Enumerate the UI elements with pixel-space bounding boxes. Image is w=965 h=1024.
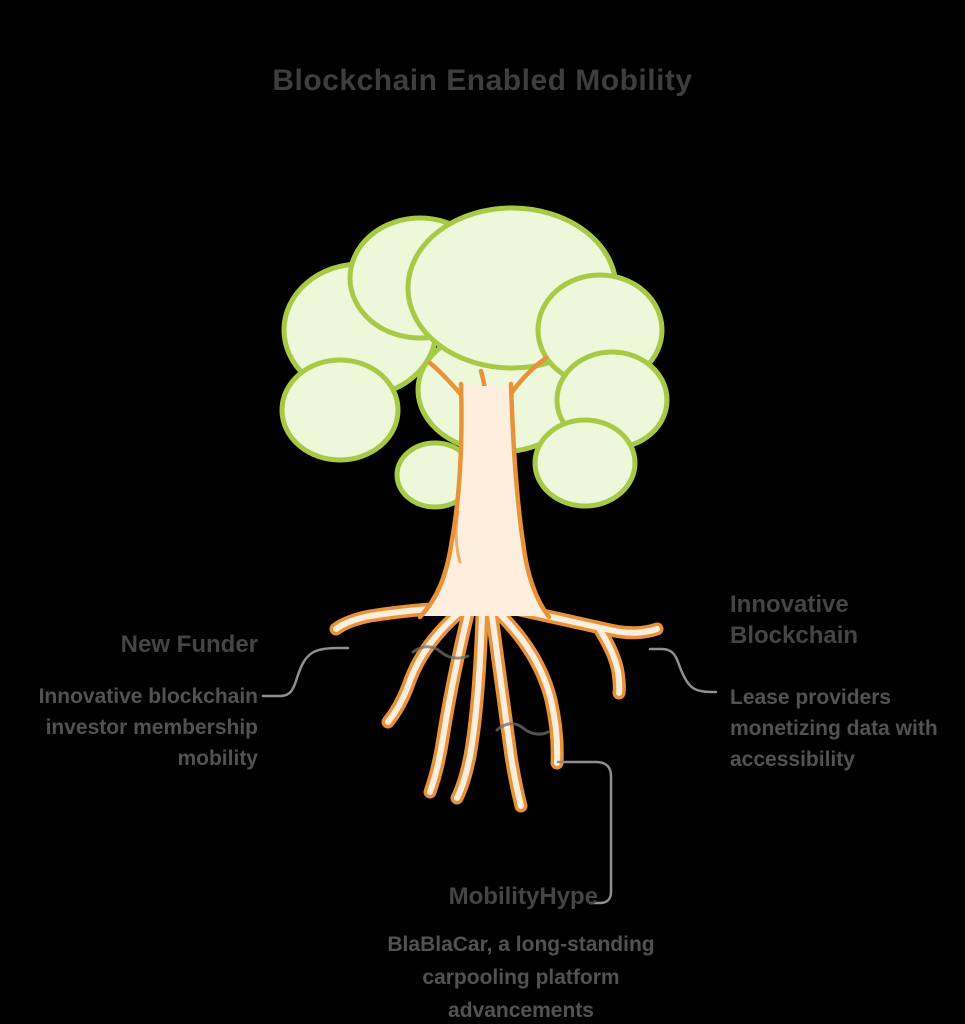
callout-bottom-body: BlaBlaCar, a long-standing carpooling pl… [383, 928, 659, 1024]
callout-right-heading-line: Blockchain [730, 622, 859, 649]
tree-roots-fill [333, 603, 660, 809]
ground-shadow-icon [411, 645, 550, 736]
callout-left-body-line: Innovative blockchain [38, 685, 258, 708]
callout-left-body: Innovative blockchain investor membershi… [30, 681, 258, 774]
callout-right-body: Lease providers monetizing data with acc… [730, 682, 955, 775]
callout-right: Innovative Blockchain Lease providers mo… [730, 589, 955, 775]
tree-trunk-icon [417, 381, 552, 620]
callout-left-body-line: mobility [177, 747, 258, 770]
callout-left-body-line: investor membership [45, 716, 258, 739]
callout-right-body-line: Lease providers [730, 686, 892, 709]
callout-right-heading: Innovative Blockchain [730, 589, 955, 651]
callout-left-heading: New Funder [120, 631, 258, 658]
callout-bottom-body-line: carpooling platform [422, 966, 620, 989]
callout-bottom-heading: MobilityHype [448, 883, 598, 910]
page-title: Blockchain Enabled Mobility [272, 64, 693, 97]
callout-right-body-line: monetizing data with [730, 717, 938, 740]
callout-right-body-line: accessibility [730, 748, 855, 771]
callout-bottom-body-line: advancements [448, 999, 594, 1022]
callout-left: New Funder Innovative blockchain investo… [30, 629, 258, 774]
connector-right [648, 647, 718, 694]
connector-left [261, 646, 350, 698]
callout-bottom-body-line: BlaBlaCar, a long-standing [387, 933, 655, 956]
callout-right-heading-line: Innovative [730, 591, 849, 618]
connector-bottom [556, 760, 613, 905]
tree-canopy-icon [279, 205, 670, 510]
